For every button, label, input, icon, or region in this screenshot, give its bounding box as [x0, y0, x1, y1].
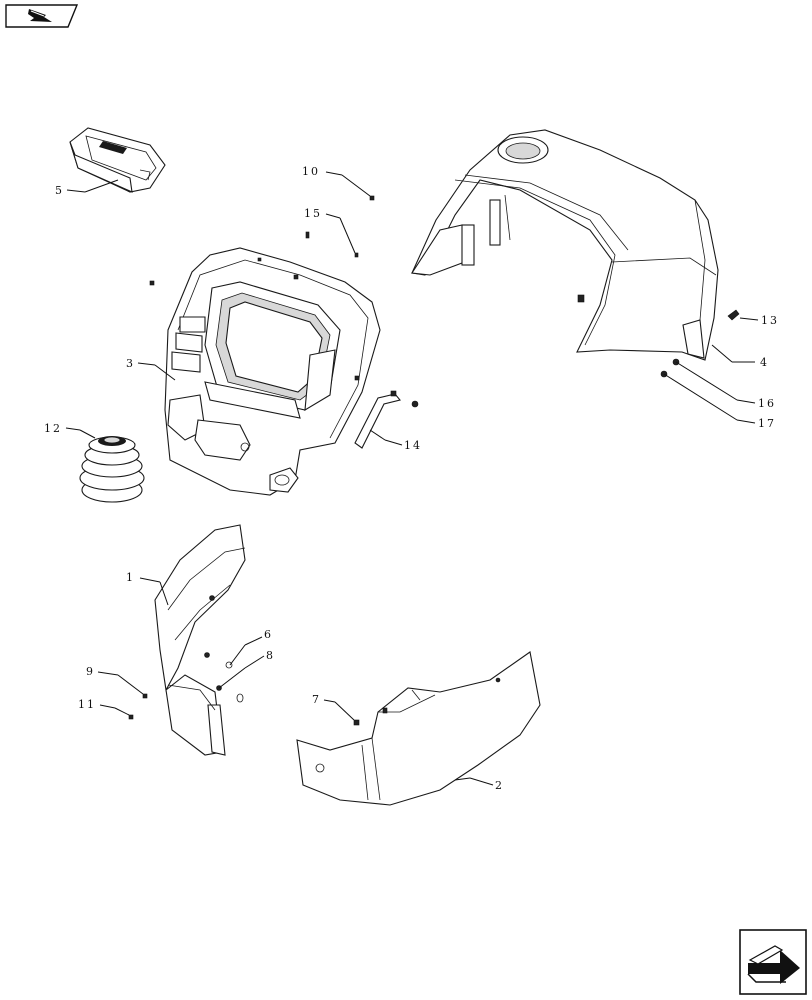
- part-12-boot: [79, 436, 145, 503]
- part-14-bracket: [354, 390, 419, 449]
- next-page-icon: [747, 945, 800, 984]
- callout-10: 10: [302, 165, 320, 178]
- callout-13: 13: [761, 314, 779, 327]
- callout-9: 9: [86, 665, 95, 678]
- callout-5: 5: [55, 184, 64, 197]
- part-15-screw-a: [305, 231, 310, 239]
- leader-lines: [65, 171, 759, 786]
- callout-14: 14: [404, 439, 422, 452]
- back-arrow-icon: [28, 9, 52, 22]
- part-11-screw: [128, 714, 134, 720]
- part-7-screw: [353, 719, 360, 726]
- part-4-rear-hood: [411, 129, 719, 361]
- back-nav-button[interactable]: [5, 4, 79, 28]
- callout-12: 12: [44, 422, 62, 435]
- callout-6: 6: [264, 628, 273, 641]
- callout-3: 3: [126, 357, 135, 370]
- callout-16: 16: [758, 397, 776, 410]
- part-9-screw: [142, 693, 148, 699]
- callout-8: 8: [266, 649, 275, 662]
- part-10-screw: [369, 195, 375, 201]
- callout-2: 2: [495, 779, 504, 792]
- part-13-bolt: [727, 309, 740, 321]
- callout-17: 17: [758, 417, 776, 430]
- screw-left: [149, 280, 155, 286]
- callout-labels: 1 2 3 4 5 6 7 8 9 10 11 12 13 14 15 16 1…: [44, 165, 779, 792]
- part-3-dashboard: [164, 247, 381, 496]
- next-nav-button[interactable]: [739, 929, 807, 995]
- callout-7: 7: [312, 693, 321, 706]
- callout-1: 1: [126, 571, 135, 584]
- part-15-screw-b: [354, 252, 359, 258]
- part-2-lower-panel: [296, 651, 541, 806]
- callout-11: 11: [78, 698, 96, 711]
- callout-4: 4: [760, 356, 769, 369]
- part-1-left-panel: [154, 524, 246, 756]
- part-5-switch-panel: [69, 127, 166, 193]
- callout-15: 15: [304, 207, 322, 220]
